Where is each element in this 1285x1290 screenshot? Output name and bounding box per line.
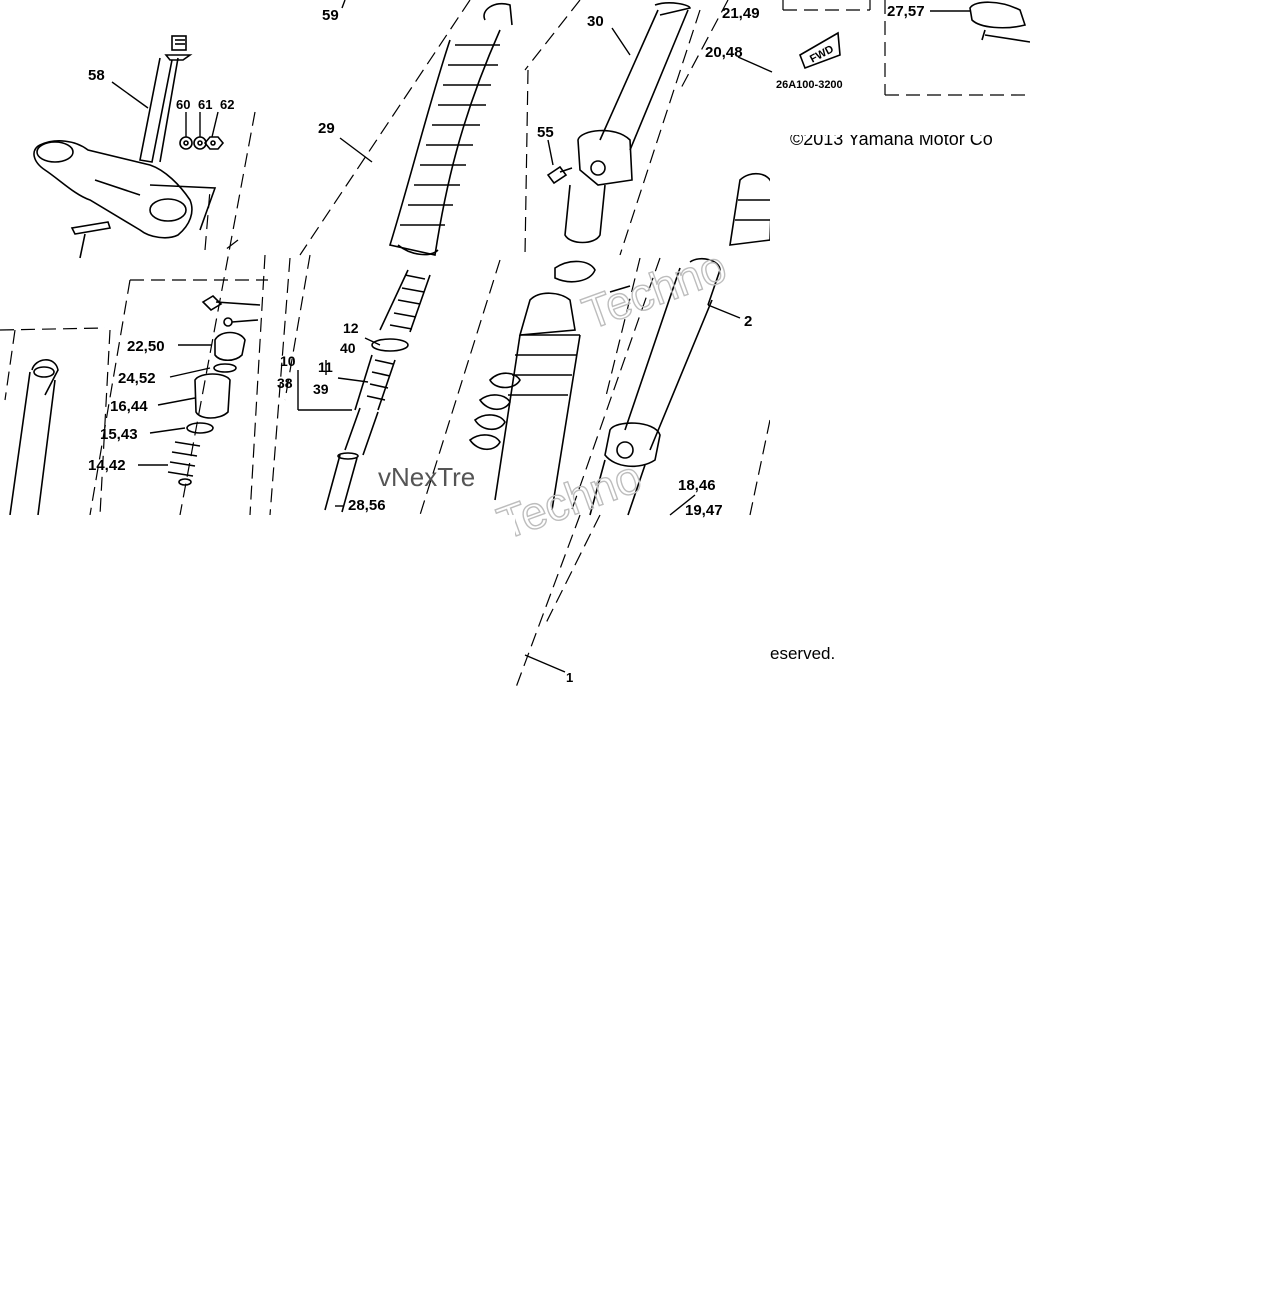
label-28-56: 28,56 xyxy=(348,497,386,514)
label-15-43: 15,43 xyxy=(100,426,138,443)
label-39: 39 xyxy=(313,381,329,397)
left-fork-tube xyxy=(9,359,59,516)
label-27-57: 27,57 xyxy=(887,3,925,20)
fork-boot-right xyxy=(468,172,773,516)
fork-boot-left xyxy=(324,2,513,513)
label-1: 1 xyxy=(566,670,573,685)
label-38: 38 xyxy=(277,375,293,391)
label-18-46: 18,46 xyxy=(678,477,716,494)
label-14-42: 14,42 xyxy=(88,457,126,474)
leader-lines xyxy=(111,0,970,673)
watermark-techno-top: Techno xyxy=(576,240,733,340)
label-55: 55 xyxy=(537,124,554,141)
label-2: 2 xyxy=(744,313,752,330)
label-20-48: 20,48 xyxy=(705,44,743,61)
reserved-text: eserved. xyxy=(770,644,835,663)
label-21-49: 21,49 xyxy=(722,5,760,22)
label-19-47: 19,47 xyxy=(685,502,723,519)
label-30: 30 xyxy=(587,13,604,30)
part-labels: 59 58 60 61 62 29 30 55 21,49 20,48 27,5… xyxy=(88,3,925,685)
clamp-fragment-top-right xyxy=(799,1,1031,70)
label-29: 29 xyxy=(318,120,335,137)
label-22-50: 22,50 xyxy=(127,338,165,355)
label-24-52: 24,52 xyxy=(118,370,156,387)
label-60: 60 xyxy=(176,97,190,112)
label-59: 59 xyxy=(322,7,339,24)
label-12: 12 xyxy=(343,320,359,336)
label-40: 40 xyxy=(340,340,356,356)
label-10: 10 xyxy=(280,353,296,369)
steering-stem-assembly xyxy=(33,35,225,259)
watermark-vnextre: vNexTre xyxy=(378,462,475,492)
diagram-part-code: 26A100-3200 xyxy=(776,79,843,91)
label-11: 11 xyxy=(318,359,333,375)
label-16-44: 16,44 xyxy=(110,398,148,415)
alignment-lines xyxy=(0,0,1030,691)
label-61: 61 xyxy=(198,97,212,112)
inner-components-stack xyxy=(167,294,261,486)
label-58: 58 xyxy=(88,67,105,84)
label-62: 62 xyxy=(220,97,234,112)
upper-fork-tube xyxy=(546,2,691,244)
